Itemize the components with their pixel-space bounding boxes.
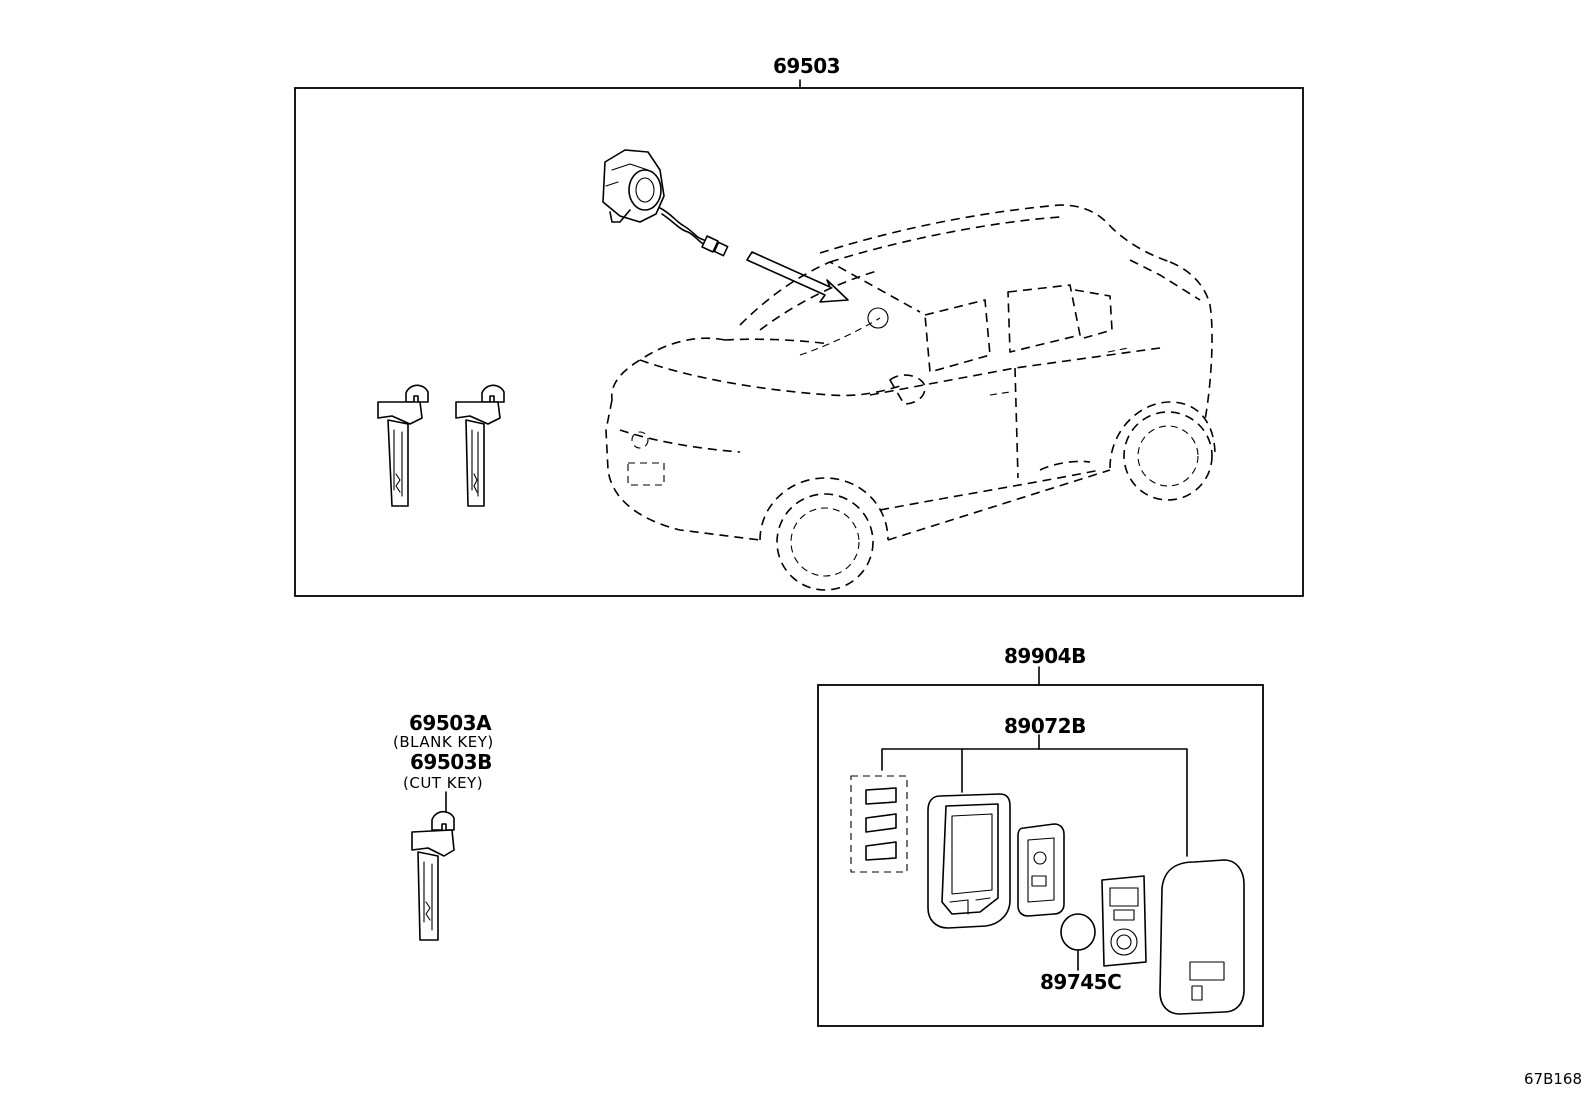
main-assembly-frame (294, 79, 1304, 597)
button-pad-illustration (850, 775, 908, 873)
mechanical-key-2 (455, 384, 505, 507)
key-blank-label: 69503A (409, 711, 492, 735)
transmitter-assembly-frame (817, 666, 1264, 1027)
battery-holder-illustration (1101, 875, 1147, 967)
circuit-board-illustration (1017, 823, 1065, 917)
mechanical-key-1 (377, 384, 429, 507)
figure-code: 67B168 (1524, 1070, 1583, 1088)
outer-case-illustration (1159, 859, 1245, 1015)
vehicle-illustration (605, 204, 1216, 591)
housing-frame-illustration (927, 793, 1011, 929)
battery-illustration (1060, 913, 1096, 971)
transmitter-housing-label: 89072B (1004, 714, 1086, 738)
key-cut-label: 69503B (410, 750, 492, 774)
main-assembly-label: 69503 (773, 54, 841, 78)
spare-key-illustration (411, 791, 455, 941)
housing-leader-bracket (881, 734, 1188, 857)
pointer-arrow (746, 251, 849, 303)
lock-cylinder-illustration (602, 149, 729, 257)
key-cut-note: (CUT KEY) (403, 774, 484, 792)
transmitter-assembly-label: 89904B (1004, 644, 1086, 668)
battery-label: 89745C (1040, 970, 1122, 994)
key-blank-note: (BLANK KEY) (393, 733, 494, 751)
